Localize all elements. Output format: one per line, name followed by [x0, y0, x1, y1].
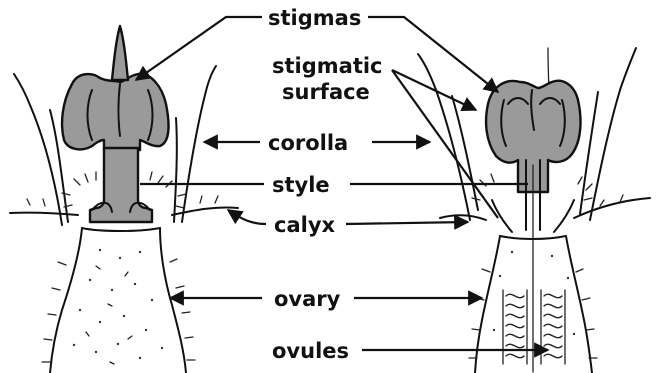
calyx-leader-right: [346, 222, 468, 224]
label-style: style: [272, 173, 330, 197]
right-flower-illustration: [418, 48, 650, 373]
label-ovules: ovules: [272, 339, 349, 363]
left-ovary-right-edge: [160, 228, 186, 373]
left-ovary-left-edge: [50, 228, 82, 373]
left-flower-illustration: [10, 26, 238, 373]
label-calyx: calyx: [274, 213, 336, 237]
left-corolla-petal-outer-left: [14, 74, 62, 225]
left-stigma-tip: [112, 26, 128, 80]
right-calyx-sepal-left: [440, 215, 486, 220]
right-ovary-texture: [493, 251, 575, 335]
right-ovary-left-edge: [475, 236, 500, 373]
left-corolla-petal-outer-right: [182, 66, 216, 222]
left-calyx-sepal-left: [10, 213, 78, 215]
stigmatic-surface-leader-petal: [392, 70, 498, 218]
stigmas-leader-left: [136, 17, 262, 80]
label-stigmatic-surface-line2: surface: [282, 80, 370, 104]
calyx-leader-left: [228, 210, 266, 224]
label-corolla: corolla: [268, 131, 348, 155]
label-stigmatic-surface-line1: stigmatic: [272, 54, 383, 78]
left-ovary-texture: [73, 249, 163, 364]
right-corolla-petal-outer-right: [590, 48, 636, 220]
label-stigmas: stigmas: [268, 6, 361, 30]
label-ovary: ovary: [274, 287, 341, 311]
left-ovary-top: [82, 228, 160, 231]
right-ovary-right-edge: [566, 236, 592, 373]
right-calyx-sepal-right: [574, 198, 650, 218]
left-ovary-hairs: [42, 259, 195, 362]
right-ovules: [503, 290, 565, 364]
stigmatic-surface-leader: [392, 70, 476, 110]
